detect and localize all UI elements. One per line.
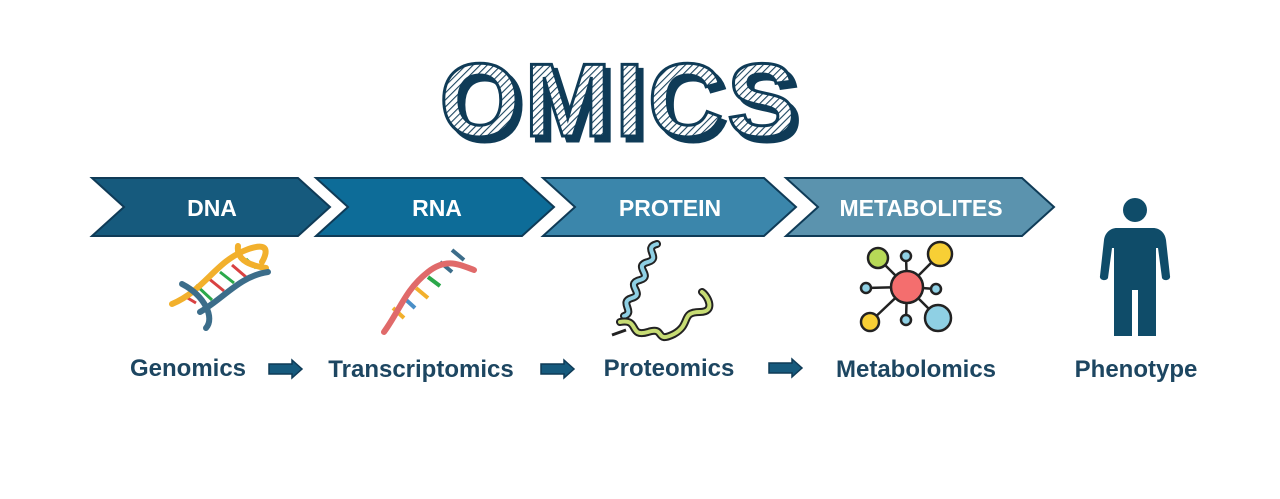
stage-label-genomics: Genomics — [129, 355, 247, 382]
protein-icon — [611, 240, 714, 342]
stage-label-transcriptomics: Transcriptomics — [328, 356, 514, 383]
title-graphic: OMICS OMICS — [438, 42, 806, 166]
chevron-label-rna: RNA — [412, 195, 462, 221]
arrow-icon — [768, 357, 804, 379]
chevron-metabolites: METABOLITES — [783, 177, 1056, 237]
chevron-label-dna: DNA — [187, 195, 237, 221]
rna-icon — [381, 248, 477, 335]
stage-label-proteomics: Proteomics — [603, 355, 735, 382]
person-icon — [1099, 198, 1171, 336]
phenotype-label: Phenotype — [1074, 356, 1198, 383]
chevron-label-protein: PROTEIN — [619, 195, 721, 221]
chevron-label-metabolites: METABOLITES — [839, 195, 1002, 221]
stage-label-metabolomics: Metabolomics — [835, 356, 997, 383]
arrow-icon — [540, 358, 576, 380]
title-shadow: OMICS — [445, 48, 806, 164]
chevron-dna: DNA — [89, 177, 332, 237]
chevron-rna: RNA — [313, 177, 556, 237]
dna-icon — [169, 243, 271, 331]
metabolite-icon — [859, 240, 954, 333]
arrow-icon — [268, 358, 304, 380]
chevron-protein: PROTEIN — [540, 177, 798, 237]
page-title: OMICS — [440, 43, 801, 159]
